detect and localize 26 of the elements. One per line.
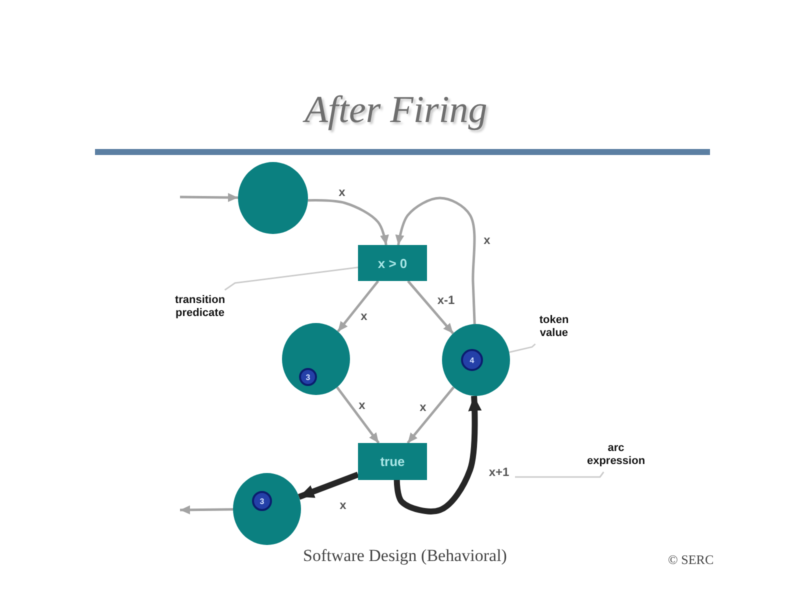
arc-arrow: [298, 472, 360, 500]
output-arrow: [180, 505, 234, 514]
arc-expression-label: x+1: [488, 465, 510, 479]
token: 4: [461, 349, 483, 371]
arc-expression-label: x-1: [436, 293, 456, 307]
leader-line: [509, 343, 536, 354]
transition-box: x > 0: [358, 245, 427, 281]
arc-arrow: [336, 386, 380, 444]
callout-label: token value: [526, 310, 582, 344]
callout-label: transition predicate: [160, 290, 240, 324]
arc-arrow: [406, 386, 455, 444]
leader-line: [224, 266, 358, 291]
arc-arrow: [308, 199, 389, 246]
place-circle: [442, 324, 510, 396]
arc-arrow: [336, 280, 380, 332]
arc-arrow: [395, 196, 476, 324]
leader-line: [515, 472, 604, 478]
token: 3: [299, 368, 317, 386]
callout-label: arc expression: [578, 438, 654, 472]
transition-box: true: [358, 443, 427, 480]
copyright-text: © SERC: [668, 552, 714, 568]
token: 3: [252, 491, 272, 511]
slide-title: After Firing: [304, 88, 488, 132]
footer-text: Software Design (Behavioral): [303, 546, 507, 566]
arc-arrow: [407, 280, 454, 334]
input-arrow: [180, 193, 238, 202]
